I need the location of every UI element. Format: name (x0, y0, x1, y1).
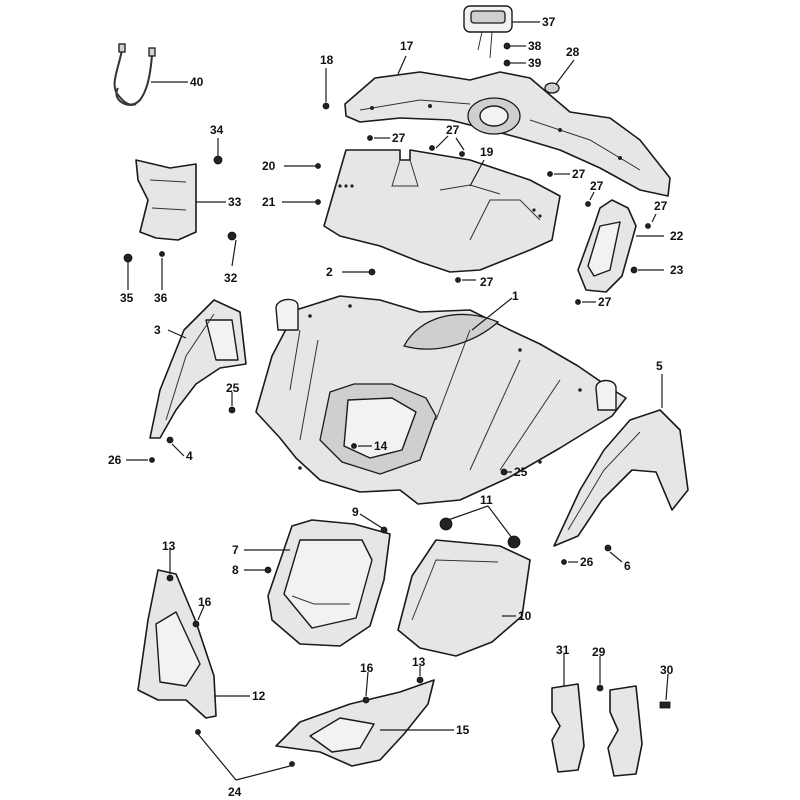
part-30-screw (659, 701, 671, 709)
callout-27-d: 27 (590, 179, 604, 193)
part-17-upper-dash-panel (344, 71, 671, 197)
callout-34: 34 (210, 123, 224, 137)
callout-37: 37 (542, 15, 556, 29)
part-35-nut (123, 253, 133, 263)
callout-26-b: 26 (580, 555, 594, 569)
callout-20: 20 (262, 159, 276, 173)
callout-24: 24 (228, 785, 242, 799)
callout-36: 36 (154, 291, 168, 305)
callout-27-f: 27 (480, 275, 494, 289)
callout-14: 14 (374, 439, 388, 453)
callout-39: 39 (528, 56, 542, 70)
callout-31: 31 (556, 643, 570, 657)
part-10-cover-panel (397, 539, 531, 657)
callout-40: 40 (190, 75, 204, 89)
callout-27-a: 27 (392, 131, 406, 145)
callout-7: 7 (232, 543, 239, 557)
part-19-dash-inner-panel (323, 149, 561, 273)
callout-13-a: 13 (162, 539, 176, 553)
fasteners (149, 102, 651, 767)
part-39-nut (503, 59, 511, 67)
callout-18: 18 (320, 53, 334, 67)
callout-6: 6 (624, 559, 631, 573)
callout-1: 1 (512, 289, 519, 303)
callout-3: 3 (154, 323, 161, 337)
part-22-side-bracket (577, 199, 637, 293)
callout-25-b: 25 (514, 465, 528, 479)
part-5-right-fender (553, 409, 689, 547)
callout-38: 38 (528, 39, 542, 53)
callout-27-e: 27 (654, 199, 668, 213)
callout-16-b: 16 (360, 661, 374, 675)
part-40-cable (113, 43, 156, 106)
part-36-washer (159, 251, 165, 257)
callout-13-b: 13 (412, 655, 426, 669)
callout-11: 11 (480, 493, 493, 507)
callout-labels: 40 37 38 39 28 17 18 27 27 20 21 19 27 2… (108, 15, 684, 799)
part-32-screw (227, 231, 237, 241)
part-12-left-side-panel (137, 569, 217, 719)
callout-27-c: 27 (572, 167, 586, 181)
callout-27-b: 27 (446, 123, 460, 137)
part-29-side-plate (607, 685, 643, 777)
part-11-fastener-a (439, 517, 453, 531)
callout-30: 30 (660, 663, 674, 677)
part-28-grommet (544, 82, 560, 94)
callout-17: 17 (400, 39, 414, 53)
callout-27-g: 27 (598, 295, 612, 309)
part-31-side-plate (551, 683, 585, 773)
callout-16-a: 16 (198, 595, 212, 609)
callout-21: 21 (262, 195, 276, 209)
callout-9: 9 (352, 505, 359, 519)
callout-29: 29 (592, 645, 606, 659)
callout-32: 32 (224, 271, 238, 285)
callout-22: 22 (670, 229, 684, 243)
part-1-front-cowl (255, 295, 627, 505)
callout-26-a: 26 (108, 453, 122, 467)
callout-35: 35 (120, 291, 134, 305)
callout-33: 33 (228, 195, 242, 209)
callout-10: 10 (518, 609, 532, 623)
callout-5: 5 (656, 359, 663, 373)
callout-28: 28 (566, 45, 580, 59)
callout-15: 15 (456, 723, 470, 737)
part-15-lower-side-panel (275, 679, 435, 767)
leader-lines (126, 21, 669, 781)
callout-4: 4 (186, 449, 193, 463)
callout-2: 2 (326, 265, 333, 279)
part-37-display (463, 5, 513, 59)
callout-23: 23 (670, 263, 684, 277)
callout-19: 19 (480, 145, 494, 159)
callout-12: 12 (252, 689, 266, 703)
part-33-bracket-plate (135, 159, 197, 241)
part-11-fastener-b (507, 535, 521, 549)
part-29-clip (596, 684, 604, 692)
part-38-screw (503, 42, 511, 50)
callout-8: 8 (232, 563, 239, 577)
part-3-left-fender (149, 299, 247, 439)
part-7-storage-box (267, 519, 391, 647)
callout-25-a: 25 (226, 381, 240, 395)
part-34-screw (213, 155, 223, 165)
